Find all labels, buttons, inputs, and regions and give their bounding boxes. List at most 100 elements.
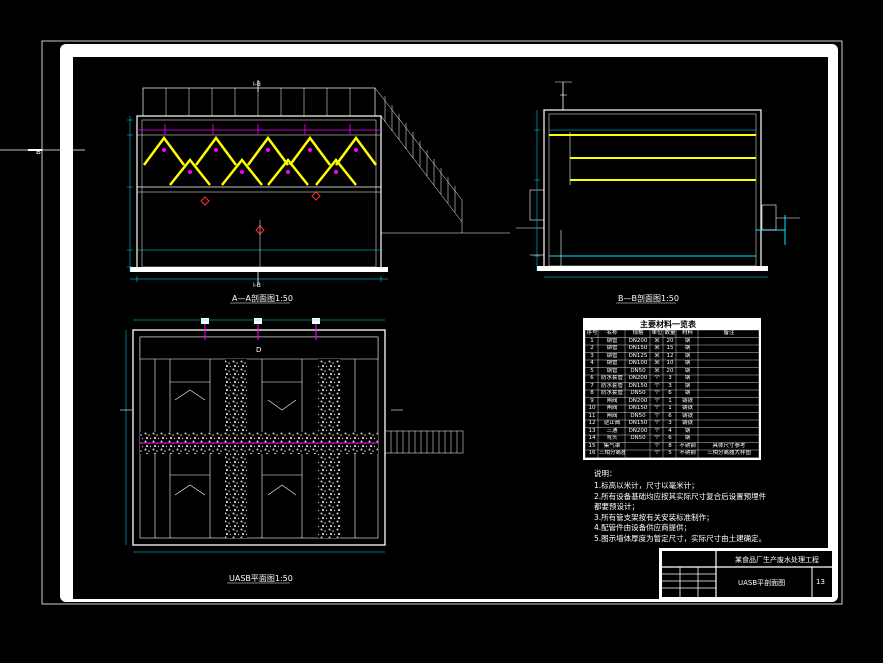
dimensions-plan [125,319,385,553]
table-cell: 钢 [684,360,691,366]
table-cell: 集气罩 [603,442,621,449]
table-header-cell: 名称 [606,330,618,336]
table-header-cell: 数量 [664,330,676,336]
table-cell: 个 [654,420,660,426]
table-cell: 个 [654,450,660,456]
table-cell: 个 [654,390,660,396]
table-cell: 米 [654,360,660,366]
table-cell: DN150 [628,420,648,426]
table-cell: 三相分离器 [599,450,625,456]
plan-center-mark: D [256,346,261,354]
table-cell: 个 [654,435,660,441]
table-cell: 7 [590,382,594,389]
table-cell: 个 [654,382,660,389]
table-cell: 3 [590,352,594,359]
plan-stair [384,430,464,454]
table-cell: 钢 [684,337,691,344]
note-line: 3.所有管支架按有关安装标准制作； [594,512,714,522]
notes-heading: 说明： [594,469,617,478]
table-cell: 8 [590,390,594,396]
table-cell: 5 [590,367,594,374]
section-a-title: A—A剖面图1:50 [232,293,293,303]
table-cell: 钢 [684,427,691,434]
table-cell: DN200 [628,427,648,434]
table-cell: 1 [668,397,672,404]
table-cell: 16 [588,450,596,456]
table-cell: 4 [668,427,672,434]
section-a-a: Ⅰ-B Ⅰ-B A—A剖面图1:50 [127,80,510,304]
table-cell: 4 [590,360,594,366]
table-cell: 三通 [606,427,618,434]
table-header-cell: 备注 [723,330,735,336]
railing-posts [165,88,351,116]
drawing-name: UASB平剖面图 [738,579,786,587]
table-cell: 2 [590,345,594,351]
table-cell: 6 [668,412,672,419]
table-cell: DN100 [628,360,648,366]
table-cell: 米 [654,345,660,351]
table-cell: 闸阀 [606,405,618,411]
table-cell: DN125 [628,352,648,359]
table-cell: 防水套管 [600,382,623,389]
material-table-title: 主要材料一览表 [640,320,696,329]
plan-view: D [120,318,464,584]
table-header-cell: 单位 [651,330,663,336]
table-cell: 三相分离器大样图 [706,450,751,456]
title-block [659,548,834,600]
table-cell: 12 [666,352,674,359]
table-cell: 钢管 [606,360,618,366]
note-line: 4.配管件由设备供应商提供； [594,523,692,532]
table-cell: 铸铁 [681,412,693,419]
three-phase-separators [142,135,378,186]
table-cell: 钢管 [606,367,618,374]
table-cell: 个 [654,375,660,381]
section-b-title: B—B剖面图1:50 [618,293,679,303]
dimensions-a [127,116,388,282]
sheet-number: 13 [816,578,825,586]
note-line: 2.所有设备基础均应按其实际尺寸复合后设置预埋件 [594,491,767,501]
material-table [583,318,761,460]
table-cell: 个 [654,442,660,449]
separator-beams [549,134,756,181]
table-cell: 钢 [684,390,691,396]
plan-title: UASB平面图1:50 [229,574,293,583]
table-cell: 钢 [684,345,691,351]
table-cell: 3 [668,420,672,426]
table-header-cell: 材料 [681,330,693,336]
table-cell: DN150 [628,405,648,411]
table-cell: DN150 [628,345,648,351]
table-cell: 具体尺寸参考 [712,442,746,449]
table-header-cell: 序号 [586,330,598,336]
table-cell: 个 [654,412,660,419]
table-cell: 弯头 [606,435,618,441]
table-cell: 15 [588,442,596,449]
note-line: 5.图示墙体厚度为暂定尺寸，实际尺寸由土建确定。 [594,533,767,543]
outer-border [41,40,843,605]
table-cell: 米 [654,352,660,359]
gas-collectors [162,148,358,174]
table-cell: 6 [668,390,672,396]
table-cell: 防水套管 [600,390,623,396]
table-cell: 逆止阀 [603,420,621,426]
table-cell: 钢 [684,375,691,381]
table-cell: 铸铁 [681,420,693,426]
table-cell: DN150 [628,382,648,389]
table-cell: 铸铁 [681,397,693,404]
table-cell: 10 [666,360,674,366]
pipes-a [137,124,381,135]
table-cell: 3 [668,382,672,389]
table-cell: DN200 [628,375,648,381]
table-cell: 钢 [684,382,691,389]
table-cell: 钢 [684,367,691,374]
table-cell: 8 [668,442,672,449]
note-line: 都要预设计； [594,502,639,511]
table-cell: 13 [588,427,596,434]
table-cell: 不锈钢 [679,442,696,449]
table-cell: 米 [654,367,660,374]
table-cell: DN200 [628,337,648,344]
dimensions-b [534,110,768,278]
table-cell: 钢管 [606,345,618,351]
table-cell: DN50 [630,367,646,374]
